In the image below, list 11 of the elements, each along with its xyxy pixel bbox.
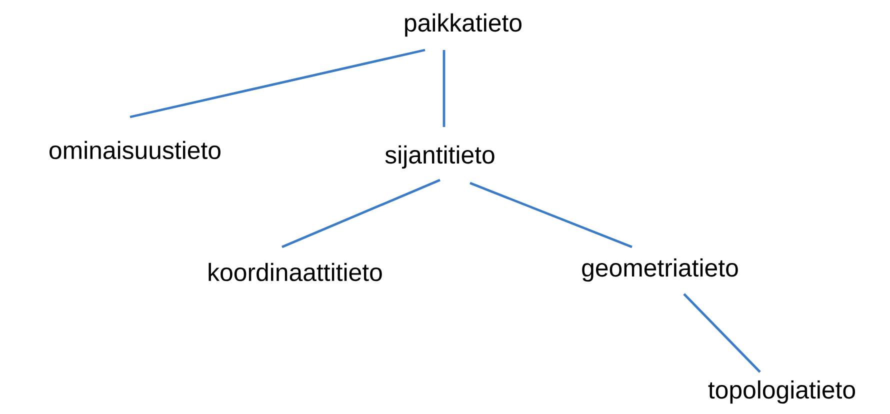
connector-line <box>282 178 440 248</box>
connector-line <box>470 182 632 248</box>
node-label: koordinaattitieto <box>208 262 382 282</box>
connector-line <box>683 293 761 373</box>
connector-line <box>130 48 426 118</box>
node-label: sijantitieto <box>385 145 494 169</box>
connector-line <box>442 50 446 127</box>
node-label: paikkatieto <box>405 13 522 37</box>
node-label: topologiatieto <box>708 380 856 404</box>
node-label: geometriatieto <box>582 258 738 282</box>
node-label: ominaisuustieto <box>50 140 220 160</box>
